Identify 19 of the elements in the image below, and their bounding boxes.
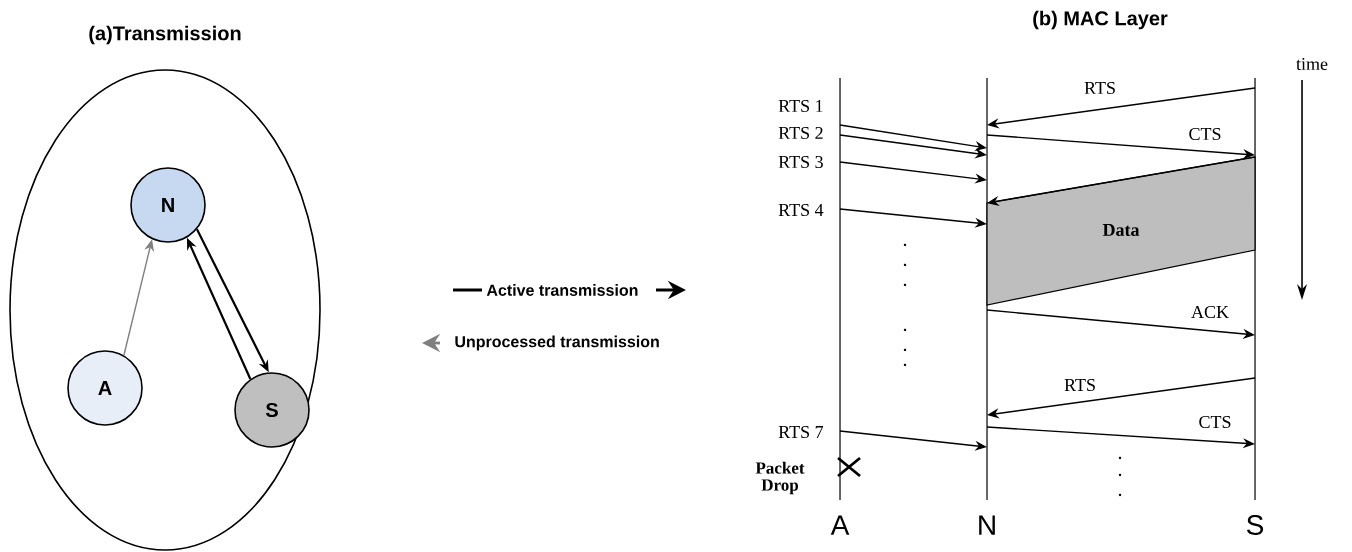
area-ellipse bbox=[9, 69, 321, 551]
note-text: Packet Drop bbox=[755, 461, 805, 495]
lifeline: A bbox=[830, 77, 850, 535]
edge-label: CTS bbox=[1196, 413, 1234, 431]
edge-label: RTS 1 bbox=[776, 97, 826, 115]
edge-label: CTS bbox=[1186, 125, 1224, 143]
legend-text: Active transmission bbox=[486, 284, 638, 296]
edge-label: RTS 2 bbox=[776, 124, 826, 142]
edge-label: RTS bbox=[1082, 79, 1118, 97]
edge-label: RTS 7 bbox=[776, 423, 826, 441]
data-band: Data bbox=[986, 156, 1256, 306]
edge-label: RTS 3 bbox=[776, 153, 826, 171]
edge-label: RTS bbox=[1062, 376, 1098, 394]
panel-title: (b) MAC Layer bbox=[1033, 10, 1168, 30]
legend-text: Unprocessed transmission bbox=[455, 335, 659, 351]
edge-label: RTS 4 bbox=[776, 201, 826, 219]
panel-title: (a)Transmission bbox=[89, 25, 241, 45]
axis-label: time bbox=[1296, 57, 1328, 71]
edge-label: ACK bbox=[1189, 303, 1231, 321]
